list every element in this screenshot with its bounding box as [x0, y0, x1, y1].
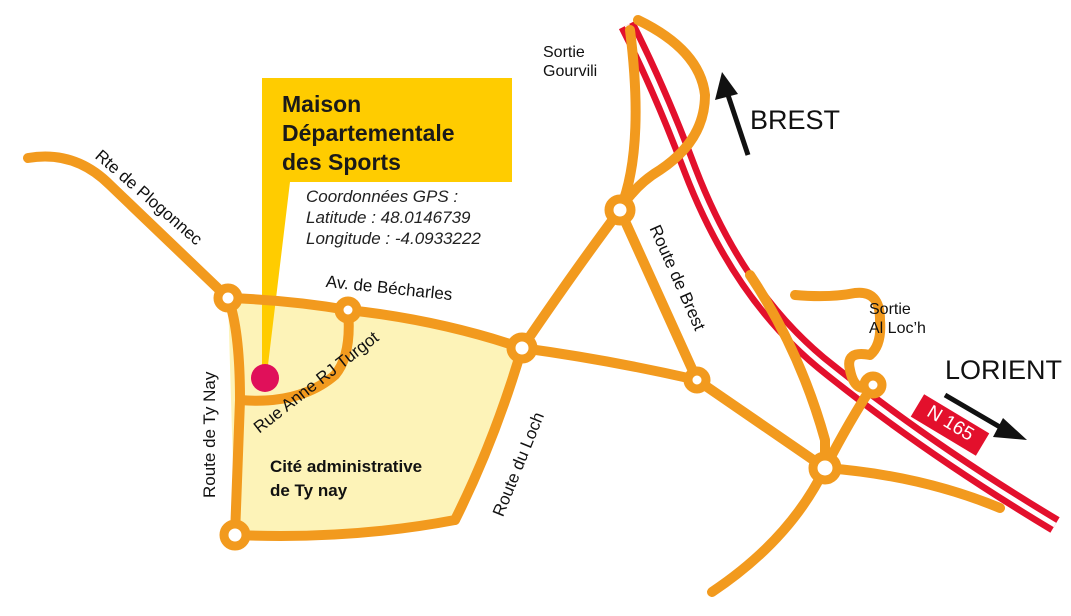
roads: [23, 15, 1005, 597]
road-gourvili-a: [615, 25, 641, 215]
cite-administrative-area: [228, 298, 522, 536]
road-loch: [450, 343, 527, 525]
road-ramp: [745, 270, 830, 473]
label-sortie-gourvili: Sortie Gourvili: [543, 43, 597, 81]
road-bottom: [230, 515, 460, 541]
title-line: Départementale: [282, 120, 455, 146]
label-cite-administrative: Cité administrative de Ty nay: [270, 455, 422, 503]
title-line: Maison: [282, 91, 362, 117]
road-alloch-loop: [790, 287, 886, 393]
road-turgot: [235, 305, 354, 406]
label-sortie-al-loch: Sortie Al Loc’h: [869, 300, 926, 338]
callout-title: Maison Départementale des Sports: [282, 90, 455, 177]
highway-n165: [618, 20, 1060, 533]
location-marker[interactable]: [251, 364, 279, 392]
gps-longitude: Longitude : -4.0933222: [306, 229, 481, 248]
exit-line: Sortie: [543, 44, 585, 61]
n165-badge: [910, 394, 990, 456]
road-c-e: [517, 205, 625, 353]
brest-arrow-icon: [715, 72, 751, 156]
exit-line: Gourvili: [543, 63, 598, 80]
road-g-east: [820, 463, 1005, 513]
area-line: de Ty nay: [270, 481, 348, 500]
road-plogonnec: [23, 151, 233, 303]
title-line: des Sports: [282, 149, 401, 175]
lorient-arrow-icon: [943, 392, 1027, 440]
road-g-south: [707, 463, 830, 597]
road-c-f: [517, 343, 702, 385]
road-gourvili-loop: [615, 15, 710, 215]
exit-line: Al Loc’h: [869, 320, 926, 337]
road-brest: [615, 205, 702, 385]
area-line: Cité administrative: [270, 457, 423, 476]
exit-line: Sortie: [869, 301, 911, 318]
roundabouts: [213, 194, 887, 551]
gps-latitude: Latitude : 48.0146739: [306, 208, 471, 227]
direction-lorient: LORIENT: [945, 355, 1063, 385]
gps-heading: Coordonnées GPS :: [306, 187, 459, 206]
gps-coordinates: Coordonnées GPS : Latitude : 48.0146739 …: [306, 186, 481, 249]
callout-box: [262, 78, 512, 365]
label-route-ty-nay: Route de Ty Nay: [200, 371, 219, 498]
direction-brest: BREST: [750, 105, 841, 135]
